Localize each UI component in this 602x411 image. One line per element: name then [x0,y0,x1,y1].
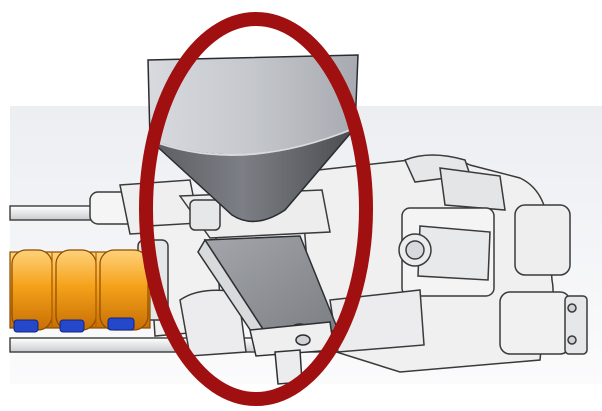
heater-band-2 [55,249,97,331]
clip-1 [13,319,39,333]
clip-2 [59,319,85,333]
heater-band-1 [11,249,53,331]
heater-bands [9,249,151,331]
heater-clips [13,317,135,333]
clip-3 [107,317,135,331]
bolt-hole [295,334,311,346]
highlight-ellipse [139,12,373,406]
hopper [147,54,359,223]
feed-plate [197,235,340,385]
